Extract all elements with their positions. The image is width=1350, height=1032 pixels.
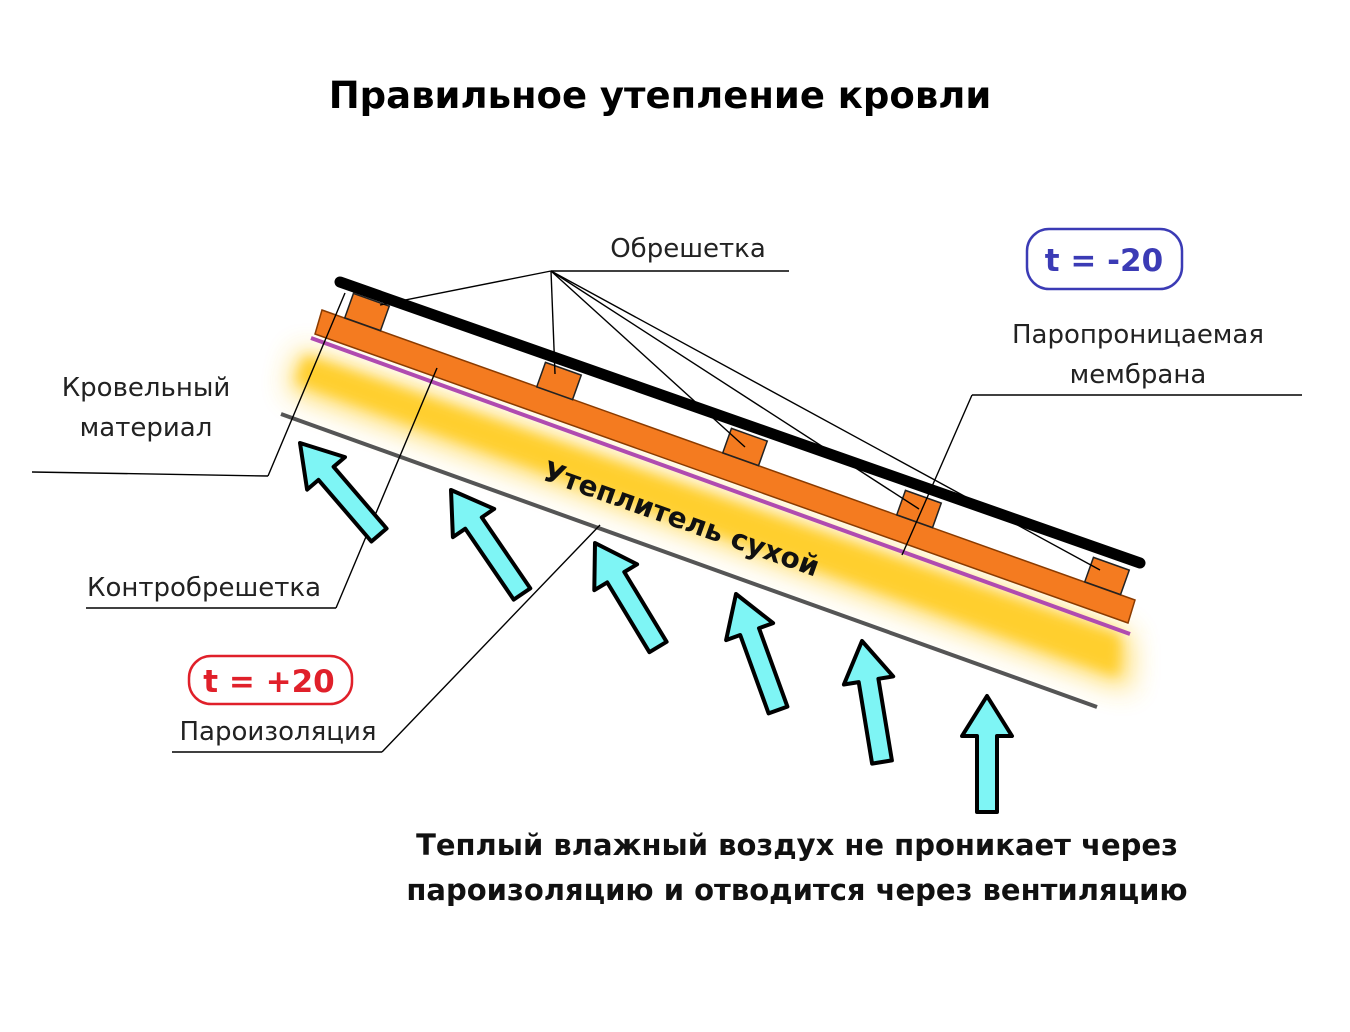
arrow-up-icon: [592, 541, 669, 655]
temp-inside-badge: t = +20: [187, 654, 354, 706]
label-kontrobreshetka: Контробрешетка: [87, 573, 321, 603]
arrow-up-icon: [298, 441, 389, 544]
arrow-up-icon: [841, 639, 896, 766]
label-roofing-line2: материал: [80, 413, 213, 443]
obreshetka-leaders: [379, 270, 1101, 571]
kontrobreshetka-leader: [86, 367, 438, 609]
arrow-up-icon: [960, 694, 1014, 814]
vapor-barrier-line: [280, 412, 1098, 709]
caption-line2: пароизоляцию и отводится через вентиляци…: [406, 873, 1187, 907]
label-membrane-line1: Паропроницаемая: [1012, 320, 1264, 350]
batten: [1083, 556, 1131, 596]
temp-inside-text: t = +20: [203, 664, 335, 700]
roofing-material-line: [334, 276, 1146, 569]
batten: [343, 292, 391, 332]
label-paroizolyatsiya: Пароизоляция: [179, 717, 376, 747]
roofing-leader: [31, 292, 346, 477]
air-flow-arrows: [298, 441, 1014, 814]
membrane-line: [310, 336, 1131, 636]
counter-batten-bar: [314, 309, 1136, 624]
insulation-layer: [288, 350, 1130, 690]
label-roofing-line1: Кровельный: [62, 373, 231, 403]
page-title: Правильное утепление кровли: [329, 74, 992, 117]
temp-outside-text: t = -20: [1045, 243, 1163, 279]
temp-outside-badge: t = -20: [1025, 227, 1184, 291]
paroizolyatsiya-leader: [172, 524, 601, 753]
membrane-leader: [901, 394, 1302, 556]
caption-line1: Теплый влажный воздух не проникает через: [416, 828, 1178, 862]
label-membrane-line2: мембрана: [1070, 360, 1207, 390]
battens: [343, 292, 1131, 596]
batten: [535, 361, 583, 401]
arrow-up-icon: [724, 592, 790, 716]
arrow-up-icon: [449, 488, 533, 602]
label-obreshetka: Обрешетка: [610, 234, 766, 264]
